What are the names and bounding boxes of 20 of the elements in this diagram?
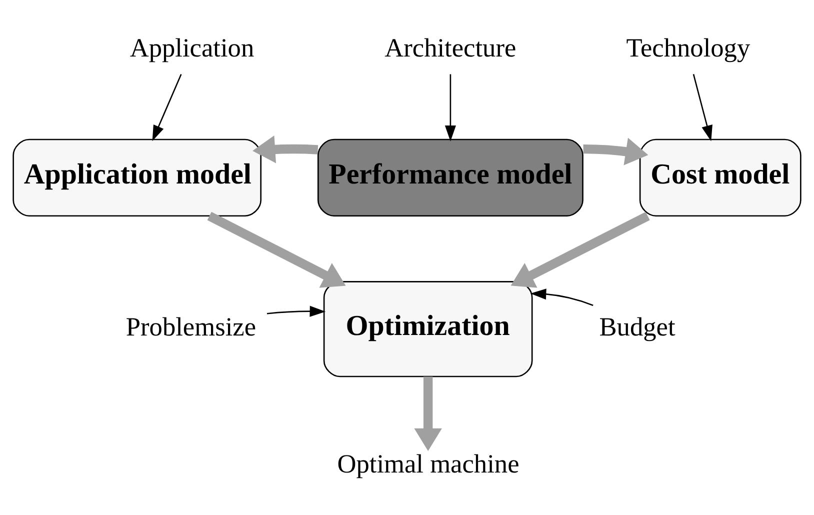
node-box: Cost model [639, 138, 802, 216]
node-text: Problemsize [126, 312, 256, 342]
node-box: Application model [12, 138, 262, 216]
arrow [152, 73, 182, 141]
node-box: Performance model [317, 138, 584, 216]
arrow [444, 74, 456, 141]
node-text: Application [130, 33, 254, 62]
arrow [510, 211, 650, 288]
node-box: Optimization [323, 280, 533, 377]
arrow [207, 211, 346, 288]
node-text: Optimal machine [337, 449, 520, 478]
node-text: Technology [626, 33, 750, 62]
node-text: Budget [599, 312, 676, 342]
arrow [252, 135, 318, 163]
arrow [692, 74, 712, 141]
arrow [266, 305, 326, 316]
node-text: Architecture [384, 33, 516, 62]
arrow [530, 288, 594, 306]
arrow [583, 137, 648, 165]
arrow [414, 376, 442, 450]
